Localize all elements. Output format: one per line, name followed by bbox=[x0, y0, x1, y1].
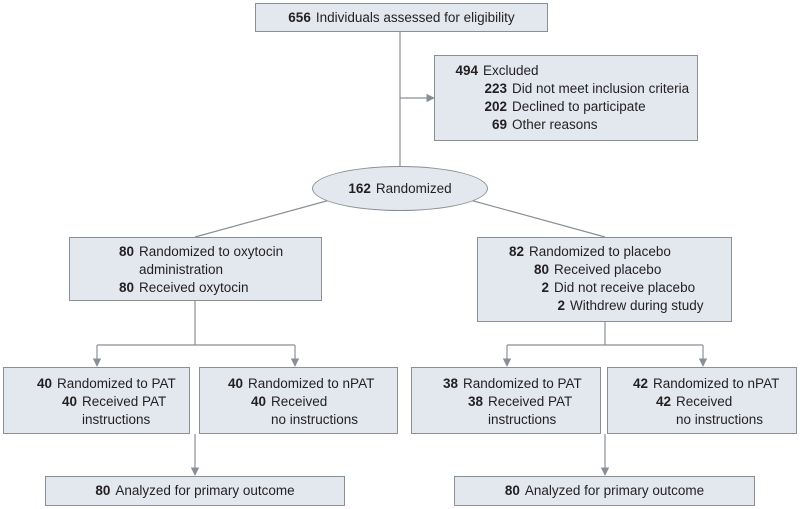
placebo-randomized-count: 82 bbox=[508, 244, 524, 259]
excluded-reason-label: Other reasons bbox=[512, 117, 598, 132]
analyzed-right-label: Analyzed for primary outcome bbox=[524, 483, 705, 498]
placebo-randomized-label: Randomized to placebo bbox=[529, 244, 671, 259]
pla-npat-randomized-label: Randomized to nPAT bbox=[653, 376, 780, 391]
randomized-oval: 162 Randomized bbox=[312, 166, 488, 211]
oxy-pat-received-count: 40 bbox=[61, 394, 77, 409]
placebo-received-count: 80 bbox=[533, 262, 549, 277]
oxy-pat-received-label: Received PAT bbox=[82, 394, 167, 409]
assessed-box: 656 Individuals assessed for eligibility bbox=[255, 3, 548, 32]
oxy-pat-randomized-label: Randomized to PAT bbox=[57, 376, 176, 391]
oxy-npat-randomized-label: Randomized to nPAT bbox=[248, 376, 375, 391]
oxytocin-pat-box: 40 Randomized to PAT 40 Received PAT ins… bbox=[3, 367, 190, 434]
excluded-reason-count: 69 bbox=[491, 117, 507, 132]
pla-pat-randomized-count: 38 bbox=[442, 376, 458, 391]
analyzed-left-label: Analyzed for primary outcome bbox=[115, 483, 295, 498]
placebo-npat-box: 42 Randomized to nPAT 42 Received no ins… bbox=[607, 367, 797, 434]
oxytocin-npat-box: 40 Randomized to nPAT 40 Received no ins… bbox=[199, 367, 398, 434]
excluded-label: Excluded bbox=[483, 63, 539, 78]
pla-pat-received-label: Received PAT bbox=[488, 394, 573, 409]
oxy-pat-randomized-count: 40 bbox=[36, 376, 52, 391]
pla-pat-received-label-cont: instructions bbox=[488, 412, 557, 427]
analyzed-right-box: 80 Analyzed for primary outcome bbox=[454, 476, 755, 506]
assessed-count: 656 bbox=[288, 9, 311, 25]
excluded-reason-count: 223 bbox=[484, 81, 507, 96]
placebo-received-label: Received placebo bbox=[554, 262, 662, 277]
pla-npat-received-label-cont: no instructions bbox=[676, 412, 764, 427]
oxy-npat-received-label-cont: no instructions bbox=[271, 412, 359, 427]
oxytocin-randomized-count: 80 bbox=[118, 244, 134, 259]
placebo-arm-box: 82 Randomized to placebo 80 Received pla… bbox=[477, 237, 732, 322]
pla-npat-received-count: 42 bbox=[655, 394, 671, 409]
pla-npat-randomized-count: 42 bbox=[632, 376, 648, 391]
oxy-npat-randomized-count: 40 bbox=[227, 376, 243, 391]
randomized-count: 162 bbox=[348, 181, 371, 196]
oxy-npat-received-label: Received bbox=[271, 394, 328, 409]
oxy-pat-received-label-cont: instructions bbox=[82, 412, 151, 427]
oxytocin-arm-box: 80 Randomized to oxytocin administration… bbox=[69, 237, 322, 301]
excluded-box: 494 Excluded 223 Did not meet inclusion … bbox=[434, 55, 698, 141]
oxytocin-received-count: 80 bbox=[118, 280, 134, 295]
randomized-label: Randomized bbox=[375, 181, 452, 196]
pla-pat-received-count: 38 bbox=[467, 394, 483, 409]
placebo-withdrew-count: 2 bbox=[557, 298, 565, 313]
line-randomized-to-placebo bbox=[469, 199, 606, 238]
placebo-not-received-count: 2 bbox=[541, 280, 549, 295]
pla-npat-received-label: Received bbox=[676, 394, 733, 409]
oxytocin-randomized-label: Randomized to oxytocin bbox=[139, 244, 284, 259]
oxytocin-received-label: Received oxytocin bbox=[139, 280, 249, 295]
analyzed-right-count: 80 bbox=[504, 483, 520, 498]
analyzed-left-count: 80 bbox=[95, 483, 111, 498]
excluded-reason-label: Declined to participate bbox=[512, 99, 646, 114]
oxytocin-randomized-label-cont: administration bbox=[139, 262, 224, 277]
placebo-pat-box: 38 Randomized to PAT 38 Received PAT ins… bbox=[411, 367, 601, 434]
line-randomized-to-oxytocin bbox=[194, 199, 331, 238]
assessed-label: Individuals assessed for eligibility bbox=[315, 9, 515, 25]
pla-pat-randomized-label: Randomized to PAT bbox=[463, 376, 582, 391]
excluded-reason-count: 202 bbox=[484, 99, 507, 114]
placebo-withdrew-label: Withdrew during study bbox=[570, 298, 704, 313]
oxy-npat-received-count: 40 bbox=[250, 394, 266, 409]
placebo-not-received-label: Did not receive placebo bbox=[554, 280, 696, 295]
excluded-count: 494 bbox=[455, 63, 478, 78]
analyzed-left-box: 80 Analyzed for primary outcome bbox=[45, 476, 345, 506]
excluded-reason-label: Did not meet inclusion criteria bbox=[512, 81, 690, 96]
